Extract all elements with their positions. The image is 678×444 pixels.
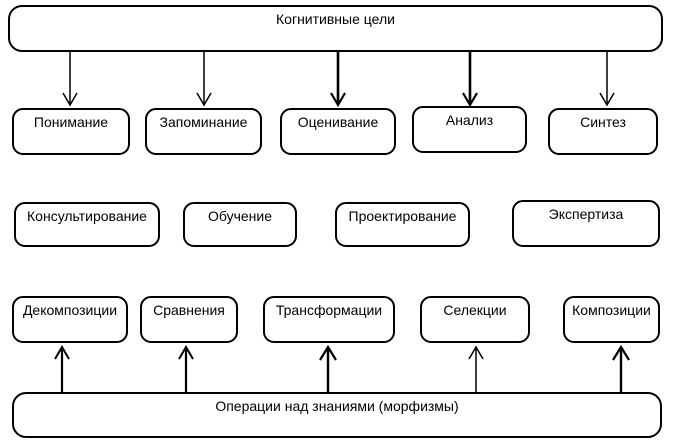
arrow-operations-to-selection xyxy=(468,345,484,392)
goal-box-memorization: Запоминание xyxy=(145,108,262,155)
knowledge-operations-box: Операции над знаниями (морфизмы) xyxy=(12,392,662,438)
goal-label-analysis: Анализ xyxy=(445,112,494,128)
task-box-training: Обучение xyxy=(183,202,297,247)
task-label-training: Обучение xyxy=(207,208,273,224)
goal-box-comprehension: Понимание xyxy=(12,108,130,155)
operation-label-comparison: Сравнения xyxy=(153,302,225,318)
goal-label-evaluation: Оценивание xyxy=(297,114,379,130)
operation-box-decomposition: Декомпозиции xyxy=(12,296,128,343)
task-box-design: Проектирование xyxy=(335,202,470,247)
operation-label-transformation: Трансформации xyxy=(275,302,383,318)
task-label-design: Проектирование xyxy=(348,208,457,224)
goal-label-memorization: Запоминание xyxy=(159,114,248,130)
goal-label-comprehension: Понимание xyxy=(33,114,109,130)
arrow-goals-to-memorization xyxy=(196,52,212,107)
goal-label-synthesis: Синтез xyxy=(580,114,626,130)
operation-label-selection: Селекции xyxy=(443,302,507,318)
arrow-goals-to-evaluation xyxy=(330,52,346,108)
goal-box-evaluation: Оценивание xyxy=(280,108,396,155)
operation-box-selection: Селекции xyxy=(420,296,530,343)
operation-box-composition: Композиции xyxy=(563,296,660,343)
task-label-consulting: Консультирование xyxy=(27,208,147,224)
task-box-consulting: Консультирование xyxy=(14,202,160,247)
operation-box-comparison: Сравнения xyxy=(140,296,238,343)
goal-box-synthesis: Синтез xyxy=(548,108,658,155)
arrow-operations-to-composition xyxy=(612,344,630,392)
operation-label-composition: Композиции xyxy=(572,302,651,318)
task-label-expertise: Экспертиза xyxy=(548,206,624,222)
knowledge-operations-label: Операции над знаниями (морфизмы) xyxy=(215,398,459,414)
arrow-operations-to-decomposition xyxy=(54,345,70,392)
operation-label-decomposition: Декомпозиции xyxy=(22,302,118,318)
arrow-goals-to-comprehension xyxy=(62,52,78,107)
operation-box-transformation: Трансформации xyxy=(263,296,395,343)
goal-box-analysis: Анализ xyxy=(412,106,527,153)
cognitive-goals-label: Когнитивные цели xyxy=(276,11,395,27)
arrow-goals-to-synthesis xyxy=(599,52,615,107)
cognitive-goals-box: Когнитивные цели xyxy=(8,5,663,52)
arrow-operations-to-comparison xyxy=(178,345,194,392)
arrow-operations-to-transformation xyxy=(319,344,337,392)
arrow-goals-to-analysis xyxy=(462,52,478,108)
task-box-expertise: Экспертиза xyxy=(512,200,660,247)
